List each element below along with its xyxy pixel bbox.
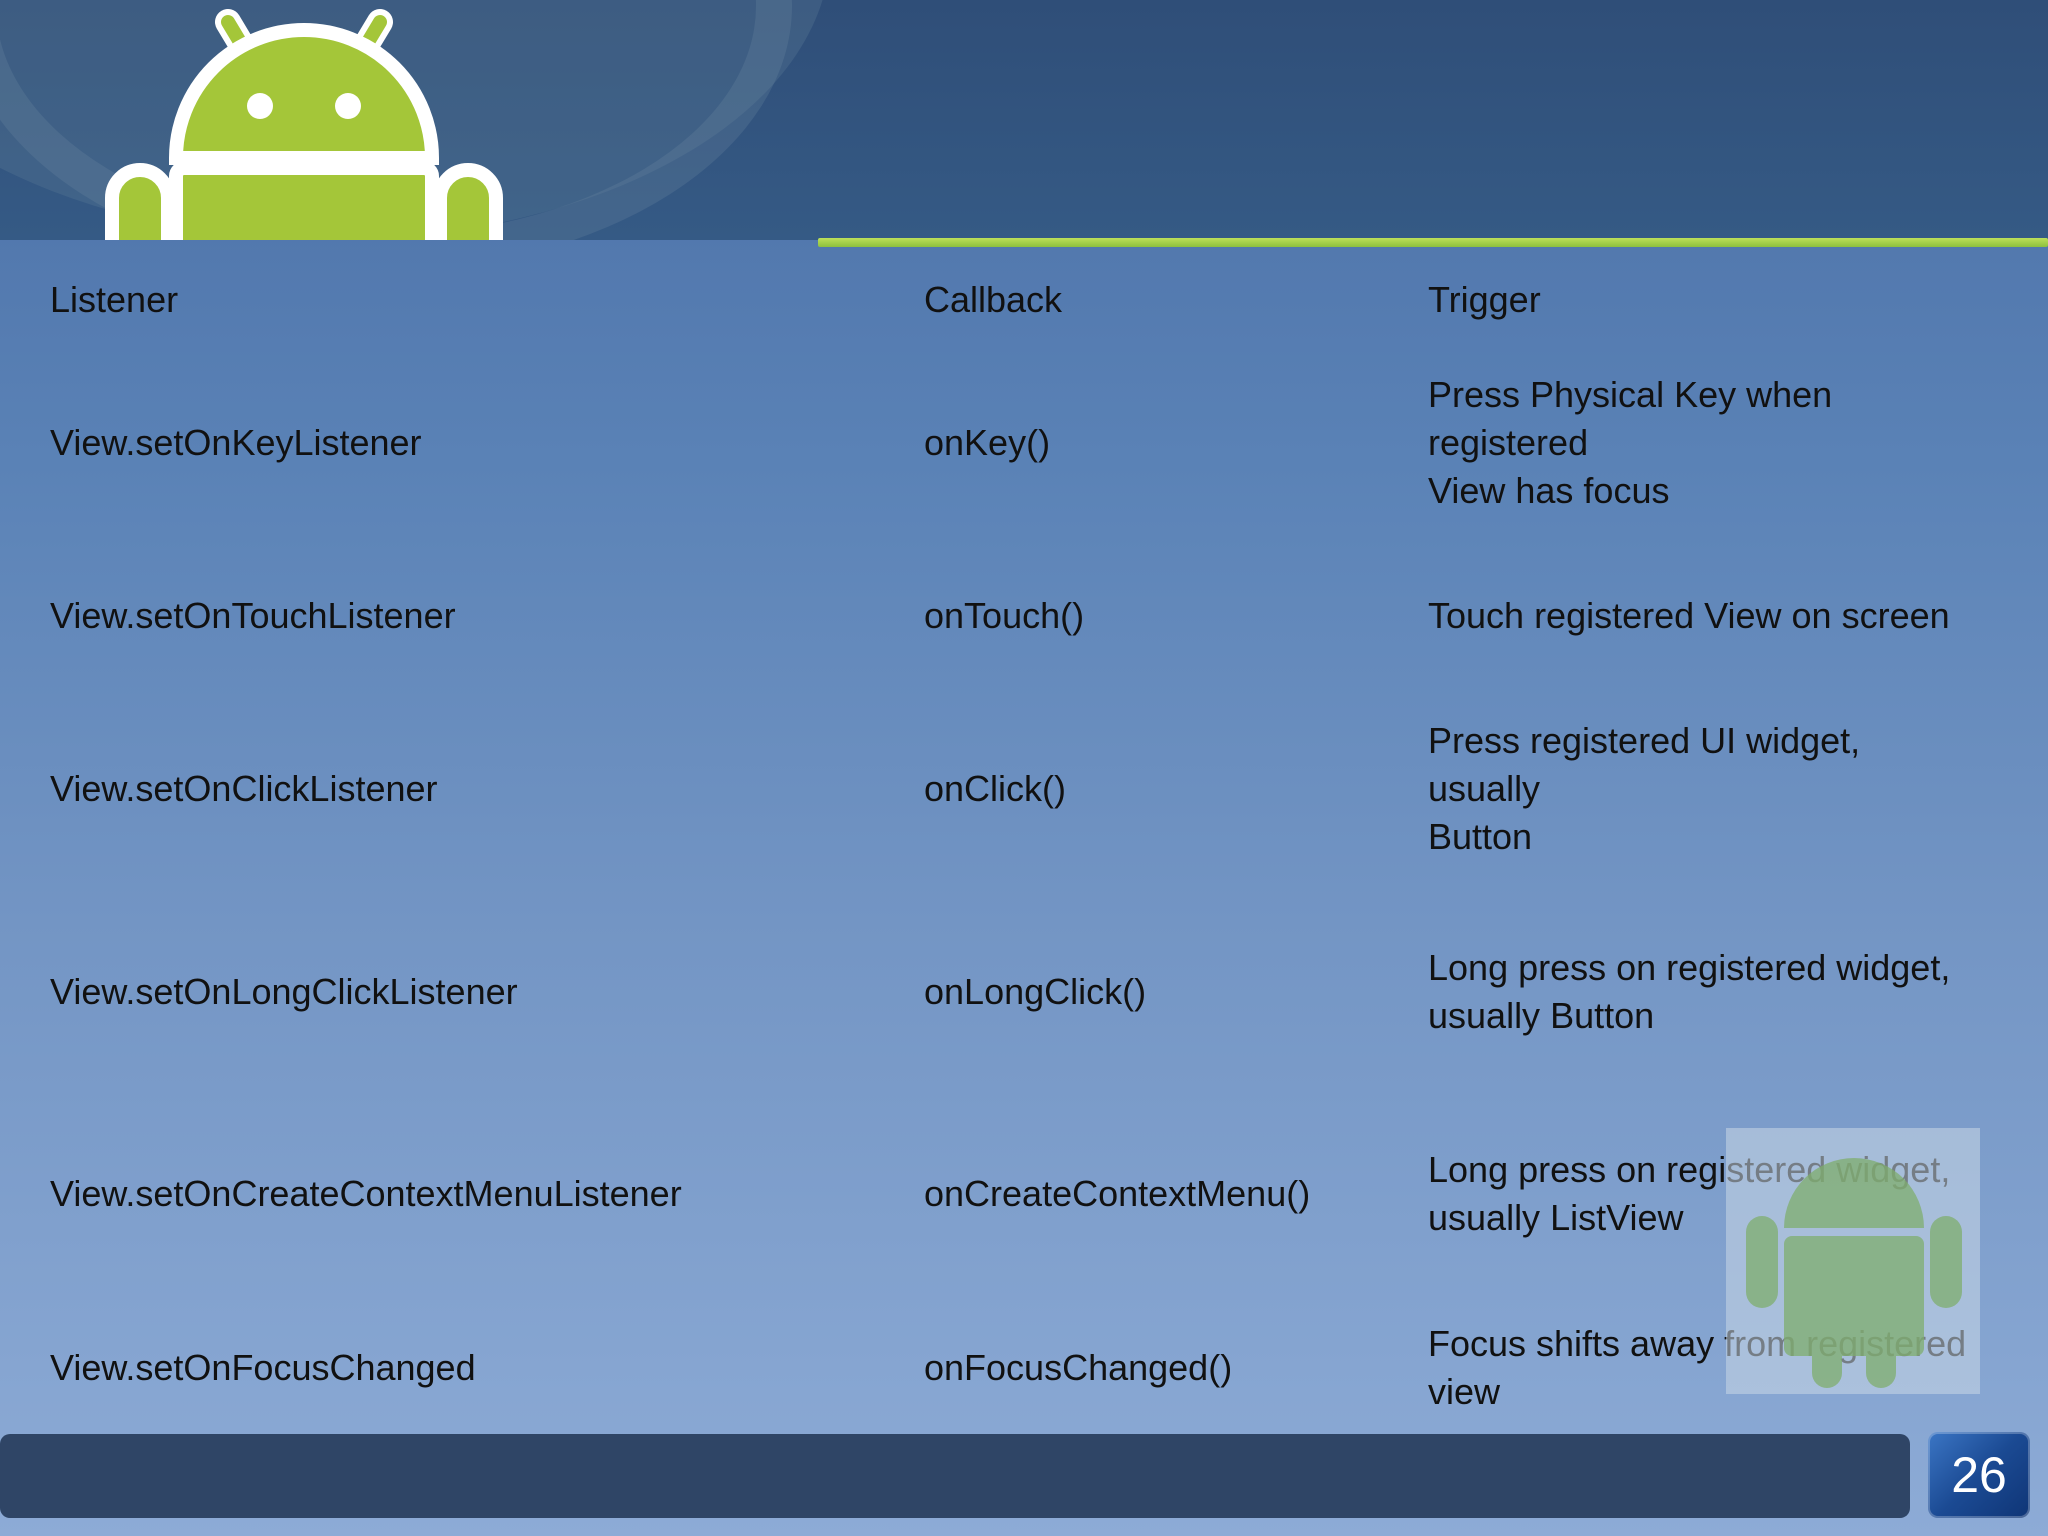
callback-cell: onCreateContextMenu() — [924, 1173, 1311, 1214]
callback-cell: onKey() — [924, 422, 1051, 463]
header-trigger: Trigger — [1428, 279, 1541, 320]
listener-cell: View.setOnFocusChanged — [50, 1347, 476, 1388]
listener-cell: View.setOnCreateContextMenuListener — [50, 1173, 682, 1214]
trigger-line: Press Physical Key when registered — [1428, 374, 1833, 463]
trigger-line: Long press on registered widget, — [1428, 947, 1951, 988]
trigger-line: Touch registered View on screen — [1428, 595, 1950, 636]
table-row: View.setOnKeyListener onKey() Press Phys… — [0, 350, 2048, 536]
trigger-line: Button — [1428, 816, 1533, 857]
trigger-cell: Long press on registered widget, usually … — [1428, 882, 2048, 1102]
header-listener: Listener — [50, 279, 179, 320]
android-watermark — [1726, 1128, 1980, 1394]
table-row: View.setOnClickListener onClick() Press … — [0, 696, 2048, 882]
callback-cell: onFocusChanged() — [924, 1347, 1233, 1388]
table-row: View.setOnTouchListener onTouch() Touch … — [0, 536, 2048, 696]
table-header-row: Listener Callback Trigger — [0, 250, 2048, 350]
callback-cell: onClick() — [924, 768, 1067, 809]
trigger-cell: Touch registered View on screen — [1428, 536, 2048, 696]
listener-cell: View.setOnLongClickListener — [50, 971, 518, 1012]
listener-cell: View.setOnClickListener — [50, 768, 438, 809]
callback-cell: onTouch() — [924, 595, 1085, 636]
trigger-line: usually ListView — [1428, 1197, 1684, 1238]
header-callback: Callback — [924, 279, 1063, 320]
android-robot-icon — [105, 9, 503, 240]
table-row: View.setOnLongClickListener onLongClick(… — [0, 882, 2048, 1102]
android-robot-icon — [1746, 1158, 1962, 1388]
listener-cell: View.setOnTouchListener — [50, 595, 456, 636]
footer-bar — [0, 1434, 1910, 1518]
listener-cell: View.setOnKeyListener — [50, 422, 422, 463]
listener-table: Listener Callback Trigger View.setOnKeyL… — [0, 250, 2048, 1450]
callback-cell: onLongClick() — [924, 971, 1147, 1012]
trigger-line: view — [1428, 1371, 1501, 1412]
trigger-line: View has focus — [1428, 470, 1670, 511]
page-number-badge: 26 — [1928, 1432, 2030, 1518]
header-divider-line — [818, 238, 2048, 247]
trigger-line: usually Button — [1428, 995, 1655, 1036]
trigger-line: Press registered UI widget, usually — [1428, 720, 1861, 809]
